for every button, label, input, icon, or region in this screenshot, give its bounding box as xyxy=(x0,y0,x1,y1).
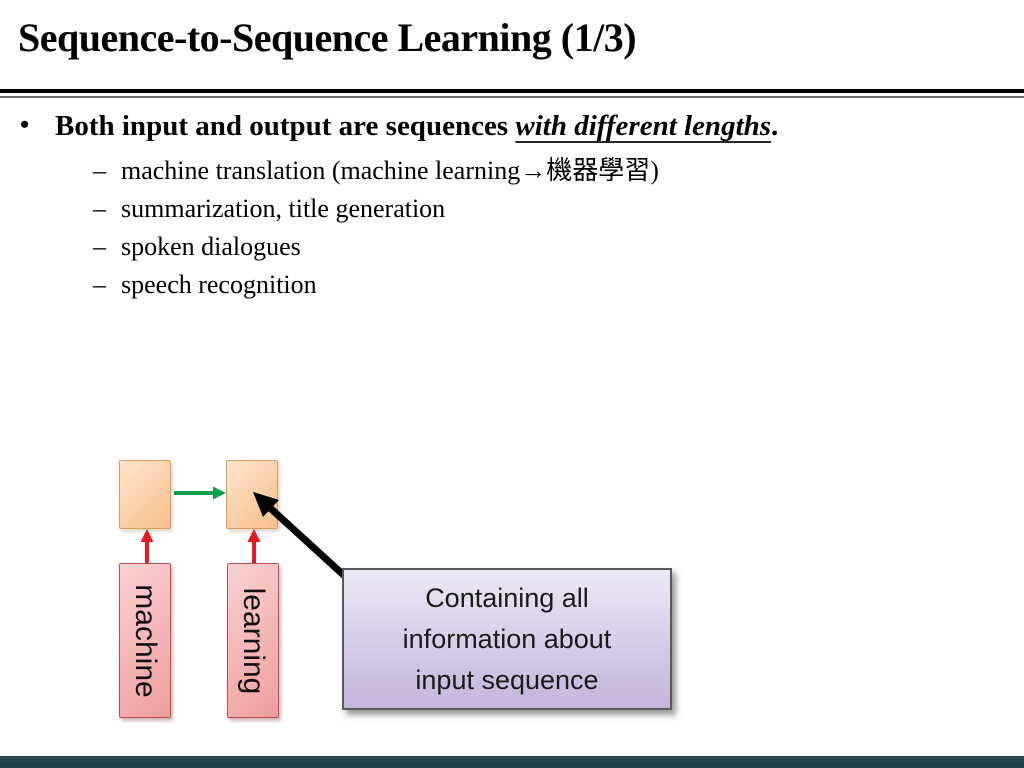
title-divider-thick xyxy=(0,89,1024,93)
title-divider-thin xyxy=(0,96,1024,98)
slide-title: Sequence-to-Sequence Learning (1/3) xyxy=(18,15,637,60)
red-arrow-2 xyxy=(247,529,261,563)
sub-bullet-label: summarization, title generation xyxy=(121,194,446,223)
sub-bullet-speech-recognition: –speech recognition xyxy=(93,266,993,304)
input-word-label: learning xyxy=(237,587,270,694)
dash-marker: – xyxy=(93,270,106,299)
encoder-box-1 xyxy=(119,460,171,529)
bullet-text-lead: Both input and output are sequences xyxy=(55,110,516,142)
sub-bullet-spoken-dialogues: –spoken dialogues xyxy=(93,228,993,266)
bullet-text-period: . xyxy=(771,110,779,142)
sub-bullet-summarization: –summarization, title generation xyxy=(93,190,993,228)
sub-bullet-list: –machine translation (machine learning→機… xyxy=(93,152,993,304)
bullet-marker: • xyxy=(20,110,30,139)
dash-marker: – xyxy=(93,232,106,261)
callout-box: Containing all information about input s… xyxy=(342,568,672,710)
red-arrow-1 xyxy=(140,529,154,563)
dash-marker: – xyxy=(93,194,106,223)
green-arrow xyxy=(174,486,226,500)
callout-line-2: information about xyxy=(402,623,612,654)
encoder-box-2 xyxy=(226,460,278,529)
callout-line-1: Containing all xyxy=(425,582,589,613)
input-word-box-machine: machine xyxy=(119,563,171,718)
footer-bar xyxy=(0,756,1024,768)
dash-marker: – xyxy=(93,156,106,185)
callout-line-3: input sequence xyxy=(415,664,599,695)
input-word-box-learning: learning xyxy=(227,563,279,718)
sub-bullet-label: speech recognition xyxy=(121,270,317,299)
main-bullet: • Both input and output are sequences wit… xyxy=(20,110,1000,143)
input-word-label: machine xyxy=(129,583,162,698)
sub-bullet-label: spoken dialogues xyxy=(121,232,301,261)
sub-bullet-machine-translation: –machine translation (machine learning→機… xyxy=(93,152,993,190)
sub-bullet-label: machine translation (machine learning→機器… xyxy=(121,156,659,185)
bullet-text-emphasis: with different lengths xyxy=(515,110,772,142)
